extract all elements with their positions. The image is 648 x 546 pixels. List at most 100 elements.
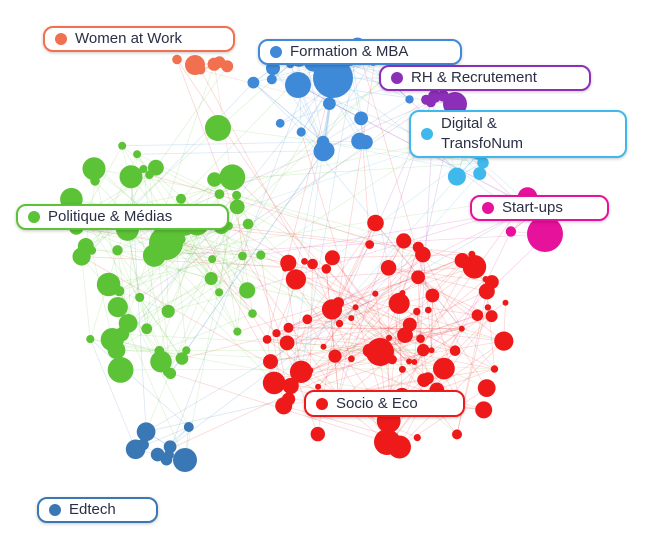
legend-edtech[interactable]: Edtech <box>37 497 158 523</box>
graph-node <box>320 343 327 350</box>
legend-digital-transfonum[interactable]: Digital & TransfoNum <box>409 110 627 158</box>
graph-node <box>307 367 314 374</box>
graph-node <box>213 56 226 68</box>
graph-edge <box>423 368 495 381</box>
graph-edge <box>325 268 339 396</box>
graph-node <box>183 422 194 432</box>
graph-edge <box>337 222 376 303</box>
graph-node <box>477 379 496 397</box>
graph-node <box>321 264 332 274</box>
graph-edge <box>317 254 424 387</box>
graph-node <box>406 358 413 365</box>
graph-node <box>233 327 242 336</box>
graph-node <box>468 250 476 258</box>
graph-node <box>449 345 461 357</box>
legend-rh-recrutement[interactable]: RH & Recrutement <box>379 65 591 91</box>
graph-node <box>447 167 466 186</box>
graph-node <box>366 338 394 366</box>
graph-node <box>133 150 142 159</box>
graph-edge <box>154 255 286 269</box>
graph-node <box>358 134 373 150</box>
graph-node <box>458 325 465 332</box>
graph-node <box>425 288 440 303</box>
graph-node <box>484 304 492 311</box>
graph-node <box>176 193 186 204</box>
graph-edge <box>89 338 136 450</box>
graph-edge <box>180 238 277 334</box>
graph-edge <box>90 338 190 428</box>
graph-node <box>413 434 421 442</box>
graph-node <box>279 335 295 351</box>
graph-edge <box>384 328 463 398</box>
graph-node <box>494 331 514 351</box>
legend-socio-eco[interactable]: Socio & Eco <box>304 390 465 417</box>
legend-start-ups[interactable]: Start-ups <box>470 195 609 221</box>
legend-politique-medias[interactable]: Politique & Médias <box>16 204 229 230</box>
graph-node <box>324 250 340 266</box>
graph-node <box>135 292 145 302</box>
graph-node <box>473 167 487 180</box>
graph-edge <box>306 222 376 320</box>
legend-women-at-work[interactable]: Women at Work <box>43 26 235 52</box>
graph-node <box>396 233 412 249</box>
graph-edge <box>119 290 169 312</box>
graph-edge <box>166 61 314 460</box>
graph-node <box>505 226 517 237</box>
legend-formation-mba[interactable]: Formation & MBA <box>258 39 462 65</box>
graph-edge <box>137 150 326 155</box>
graph-edge <box>283 405 395 438</box>
graph-edge <box>121 145 458 435</box>
graph-edge <box>300 131 390 422</box>
graph-edge <box>170 151 324 374</box>
graph-edge <box>381 260 463 348</box>
graph-node <box>296 127 306 137</box>
graph-edge <box>170 151 324 374</box>
graph-node <box>411 270 425 285</box>
graph-node <box>229 199 245 215</box>
graph-edge <box>334 309 429 357</box>
graph-edge <box>119 258 213 292</box>
graph-edge <box>93 168 129 324</box>
graph-edge <box>286 276 419 344</box>
graph-node <box>428 347 435 354</box>
graph-edge <box>146 255 243 330</box>
graph-edge <box>417 276 478 316</box>
graph-node <box>352 304 359 311</box>
graph-node <box>386 334 393 341</box>
graph-edge <box>112 77 385 340</box>
graph-node <box>365 240 375 249</box>
graph-node <box>417 343 430 357</box>
graph-edge <box>431 295 433 351</box>
graph-edge <box>127 229 148 329</box>
graph-node <box>118 314 138 333</box>
graph-node <box>208 255 217 264</box>
graph-edge <box>211 99 427 260</box>
graph-edge <box>155 66 228 168</box>
legend-dot-icon <box>28 211 40 223</box>
graph-edge <box>160 225 230 362</box>
graph-node <box>380 260 397 276</box>
graph-edge <box>200 69 330 104</box>
graph-edge <box>218 225 230 293</box>
graph-node <box>527 216 563 252</box>
graph-node <box>266 74 277 85</box>
graph-node <box>413 307 421 316</box>
graph-edge <box>76 227 213 260</box>
graph-node <box>248 309 257 318</box>
graph-node <box>161 304 175 318</box>
graph-node <box>421 94 432 105</box>
graph-edge <box>288 253 473 329</box>
graph-edge <box>431 295 433 351</box>
graph-node <box>428 89 442 103</box>
graph-node <box>289 360 313 383</box>
legend-dot-icon <box>270 46 282 58</box>
graph-edge <box>273 154 478 384</box>
graph-node <box>175 352 189 365</box>
graph-edge <box>336 278 487 403</box>
graph-edge <box>81 256 91 340</box>
graph-node <box>72 247 91 266</box>
graph-node <box>215 288 224 297</box>
graph-node <box>415 246 431 263</box>
graph-edge <box>332 253 472 259</box>
legend-dot-icon <box>482 202 494 214</box>
